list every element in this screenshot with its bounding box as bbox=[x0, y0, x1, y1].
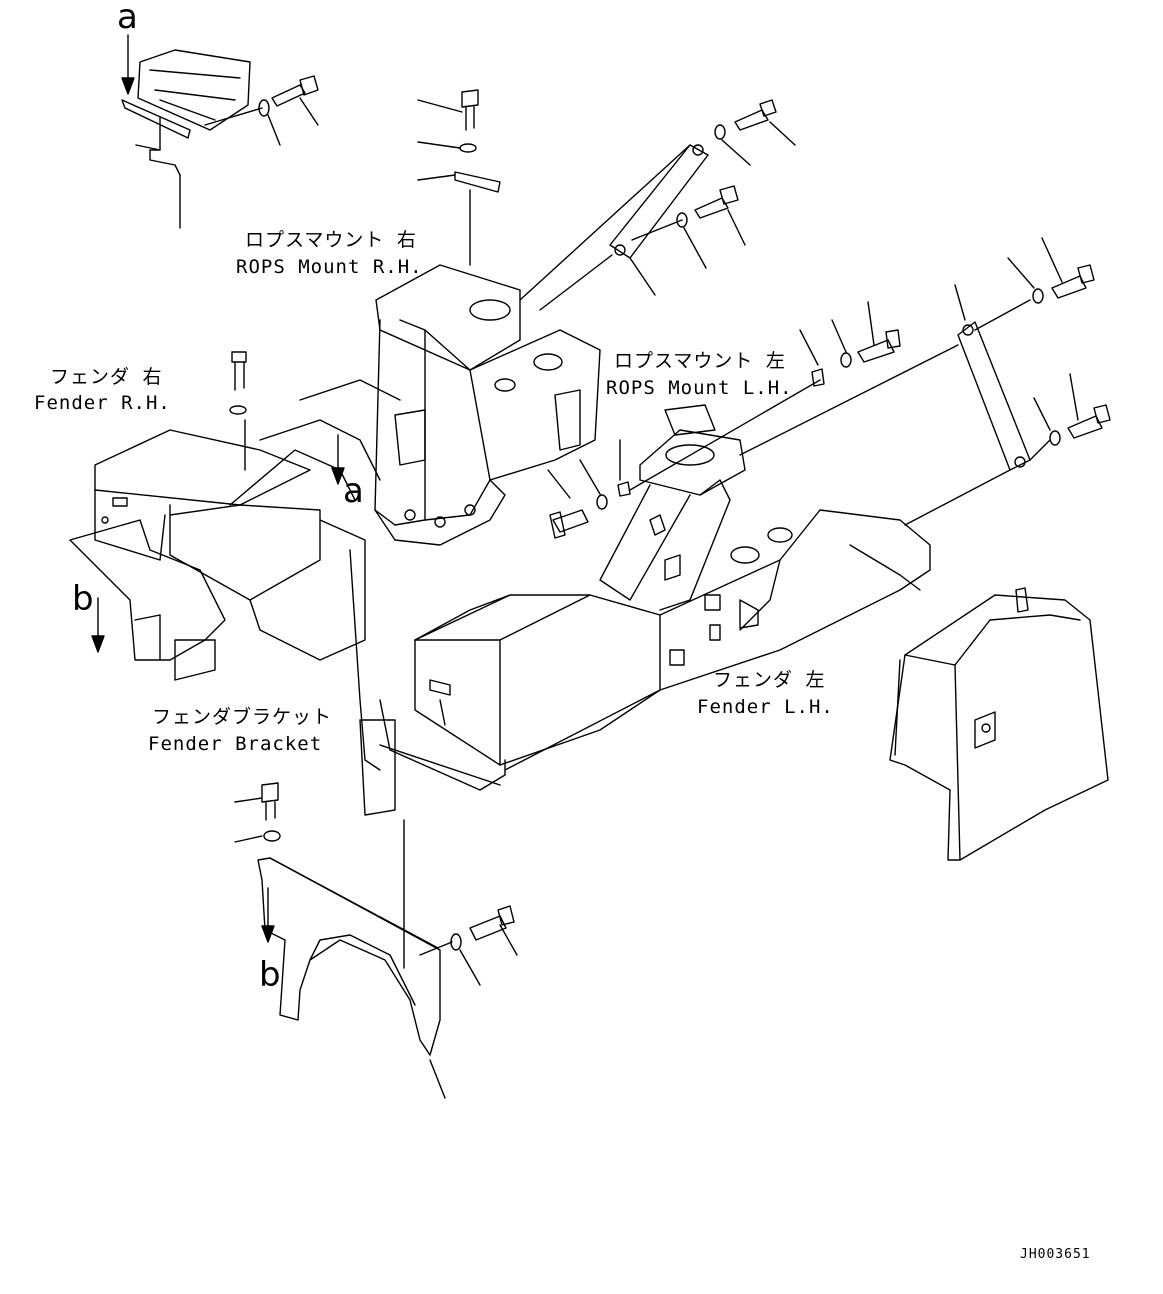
fender-lh-label-en: Fender L.H. bbox=[697, 696, 834, 718]
fender-bracket-part bbox=[234, 782, 446, 1099]
view-ref-a-top: a bbox=[117, 0, 138, 37]
view-arrow-b-bottom bbox=[261, 887, 275, 943]
rops-mount-lh-label-jp: ロプスマウント 左 bbox=[614, 350, 786, 372]
rops-rh-bolt-stack bbox=[417, 89, 501, 266]
fender-lh-panel bbox=[889, 587, 1109, 861]
fender-bracket-label-jp: フェンダブラケット bbox=[152, 706, 333, 728]
view-arrow-a-top bbox=[121, 34, 135, 95]
rops-mount-rh-label-en: ROPS Mount R.H. bbox=[236, 256, 423, 278]
view-ref-b-left: b bbox=[72, 579, 94, 619]
rops-mount-rh-structure bbox=[374, 264, 601, 546]
rops-link-bar-lh bbox=[739, 237, 1111, 526]
rops-lh-bolt-chain bbox=[547, 301, 901, 539]
rops-link-bar-rh bbox=[519, 99, 796, 311]
bolt-top-left bbox=[204, 75, 319, 146]
view-arrow-b-left bbox=[91, 597, 105, 653]
drawing-code: JH003651 bbox=[1020, 1247, 1091, 1262]
rops-mount-rh-label-jp: ロプスマウント 右 bbox=[245, 229, 417, 251]
rops-mount-lh-label-en: ROPS Mount L.H. bbox=[606, 377, 793, 399]
fender-rh-label-jp: フェンダ 右 bbox=[50, 366, 163, 388]
view-ref-b-bottom: b bbox=[259, 955, 281, 995]
main-frame-lh bbox=[359, 509, 931, 816]
fender-rh-label-en: Fender R.H. bbox=[34, 392, 171, 414]
bracket-a-detail bbox=[121, 49, 251, 229]
bolt-bottom-fender bbox=[419, 905, 518, 986]
fender-rh-structure bbox=[69, 351, 401, 771]
fender-lh-label-jp: フェンダ 左 bbox=[713, 669, 826, 691]
fender-bracket-label-en: Fender Bracket bbox=[148, 733, 323, 755]
view-ref-a-mid: a bbox=[343, 471, 364, 511]
view-arrow-a-mid bbox=[331, 434, 345, 485]
rops-mount-lh-structure bbox=[599, 404, 746, 611]
